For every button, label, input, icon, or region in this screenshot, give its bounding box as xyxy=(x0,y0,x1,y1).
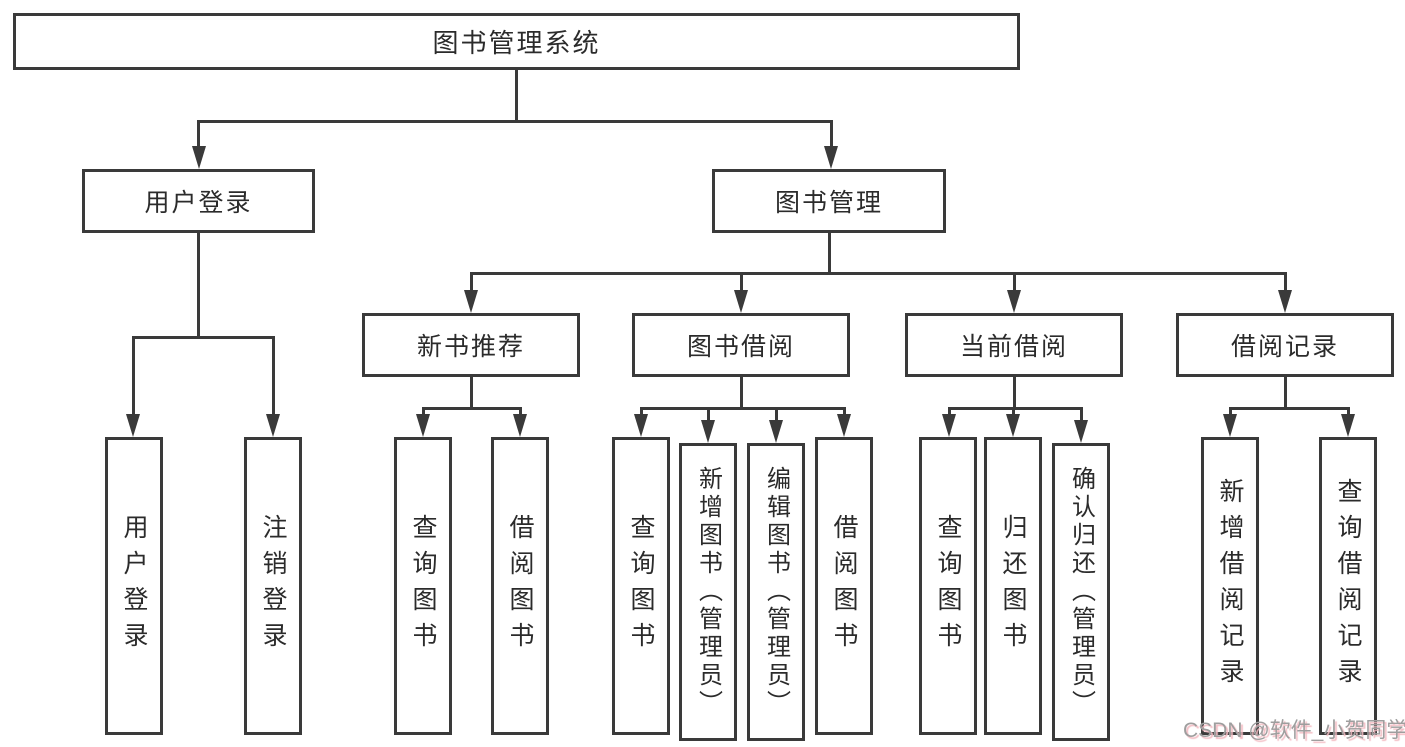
arrow-down-icon xyxy=(837,414,851,437)
connector-book-mgmt-stem xyxy=(830,120,833,148)
arrow-down-icon xyxy=(266,414,280,437)
leaf-confirm-return-admin: 确认归还（管理员） xyxy=(1052,443,1110,741)
connector-level3-stem xyxy=(1013,272,1016,294)
arrow-down-icon xyxy=(192,146,206,169)
connector-leaf-stem xyxy=(1012,407,1015,417)
connector-leaf-stem xyxy=(519,407,522,417)
connector-leaf-stem xyxy=(775,407,778,423)
node-borrowing-records: 借阅记录 xyxy=(1176,313,1394,377)
arrow-down-icon xyxy=(734,290,748,313)
node-user-login-label: 用户登录 xyxy=(144,189,253,217)
arrow-down-icon xyxy=(464,290,478,313)
arrow-down-icon xyxy=(513,414,527,437)
connector-level3-stem xyxy=(470,272,473,294)
arrow-down-icon xyxy=(416,414,430,437)
connector-current-down xyxy=(1013,377,1016,410)
connector-leaf-stem xyxy=(707,407,710,423)
connector-records-down xyxy=(1284,377,1287,410)
arrow-down-icon xyxy=(824,146,838,169)
connector-user-login-down xyxy=(197,233,200,339)
node-book-borrowing-label: 图书借阅 xyxy=(686,333,795,361)
connector-leaf-stem xyxy=(843,407,846,417)
arrow-down-icon xyxy=(1341,414,1355,437)
arrow-down-icon xyxy=(942,414,956,437)
node-root: 图书管理系统 xyxy=(13,13,1020,70)
connector-user-login-bar xyxy=(132,336,275,339)
node-new-book-recommend: 新书推荐 xyxy=(362,313,580,377)
leaf-return-books-label: 归还图书 xyxy=(999,514,1027,658)
leaf-borrow-books-borrowing-label: 借阅图书 xyxy=(830,514,858,658)
connector-level3-stem xyxy=(740,272,743,294)
leaf-confirm-return-admin-label: 确认归还（管理员） xyxy=(1067,466,1095,718)
leaf-query-books-recommend-label: 查询图书 xyxy=(409,514,437,658)
leaf-add-book-admin: 新增图书（管理员） xyxy=(679,443,737,741)
leaf-borrow-books-recommend-label: 借阅图书 xyxy=(506,514,534,658)
leaf-user-login: 用户登录 xyxy=(105,437,163,735)
connector-current-bar xyxy=(948,407,1083,410)
node-book-management-label: 图书管理 xyxy=(774,189,883,217)
leaf-logout: 注销登录 xyxy=(244,437,302,735)
node-borrowing-records-label: 借阅记录 xyxy=(1230,333,1339,361)
connector-leaf-stem xyxy=(948,407,951,417)
leaf-query-books-current-label: 查询图书 xyxy=(934,514,962,658)
connector-records-bar xyxy=(1229,407,1350,410)
leaf-edit-book-admin: 编辑图书（管理员） xyxy=(747,443,805,741)
arrow-down-icon xyxy=(1007,290,1021,313)
connector-root-stem xyxy=(515,70,518,122)
node-current-borrowing: 当前借阅 xyxy=(905,313,1123,377)
leaf-borrow-books-recommend: 借阅图书 xyxy=(491,437,549,735)
connector-leaf-stem xyxy=(640,407,643,417)
leaf-query-books-current: 查询图书 xyxy=(919,437,977,735)
node-current-borrowing-label: 当前借阅 xyxy=(959,333,1068,361)
leaf-add-borrow-record: 新增借阅记录 xyxy=(1201,437,1259,735)
connector-borrowing-down xyxy=(740,377,743,410)
node-book-management: 图书管理 xyxy=(712,169,946,233)
leaf-query-borrow-record-label: 查询借阅记录 xyxy=(1334,478,1362,694)
leaf-add-book-admin-label: 新增图书（管理员） xyxy=(694,466,722,718)
arrow-down-icon xyxy=(1223,414,1237,437)
connector-leaf-stem xyxy=(272,336,275,416)
connector-leaf-stem xyxy=(132,336,135,416)
leaf-return-books: 归还图书 xyxy=(984,437,1042,735)
connector-user-login-stem xyxy=(197,120,200,148)
csdn-watermark: CSDN @软件_小贺同学 xyxy=(1183,719,1405,742)
leaf-logout-label: 注销登录 xyxy=(259,514,287,658)
arrow-down-icon xyxy=(1074,420,1088,443)
leaf-user-login-label: 用户登录 xyxy=(120,514,148,658)
connector-leaf-stem xyxy=(422,407,425,417)
leaf-query-books-borrowing: 查询图书 xyxy=(612,437,670,735)
node-new-book-recommend-label: 新书推荐 xyxy=(416,333,525,361)
leaf-edit-book-admin-label: 编辑图书（管理员） xyxy=(762,466,790,718)
node-root-label: 图书管理系统 xyxy=(432,28,601,58)
arrow-down-icon xyxy=(769,420,783,443)
leaf-query-borrow-record: 查询借阅记录 xyxy=(1319,437,1377,735)
connector-borrowing-bar xyxy=(640,407,846,410)
arrow-down-icon xyxy=(1006,414,1020,437)
connector-root-bar xyxy=(197,120,833,123)
connector-recommend-bar xyxy=(422,407,522,410)
node-book-borrowing: 图书借阅 xyxy=(632,313,850,377)
leaf-borrow-books-borrowing: 借阅图书 xyxy=(815,437,873,735)
connector-recommend-down xyxy=(470,377,473,410)
connector-leaf-stem xyxy=(1080,407,1083,423)
connector-book-mgmt-bar xyxy=(470,272,1287,275)
connector-leaf-stem xyxy=(1347,407,1350,417)
node-user-login: 用户登录 xyxy=(82,169,315,233)
leaf-query-books-recommend: 查询图书 xyxy=(394,437,452,735)
connector-level3-stem xyxy=(1284,272,1287,294)
arrow-down-icon xyxy=(634,414,648,437)
connector-book-mgmt-down xyxy=(828,233,831,275)
leaf-query-books-borrowing-label: 查询图书 xyxy=(627,514,655,658)
arrow-down-icon xyxy=(126,414,140,437)
leaf-add-borrow-record-label: 新增借阅记录 xyxy=(1216,478,1244,694)
arrow-down-icon xyxy=(1278,290,1292,313)
connector-leaf-stem xyxy=(1229,407,1232,417)
arrow-down-icon xyxy=(701,420,715,443)
